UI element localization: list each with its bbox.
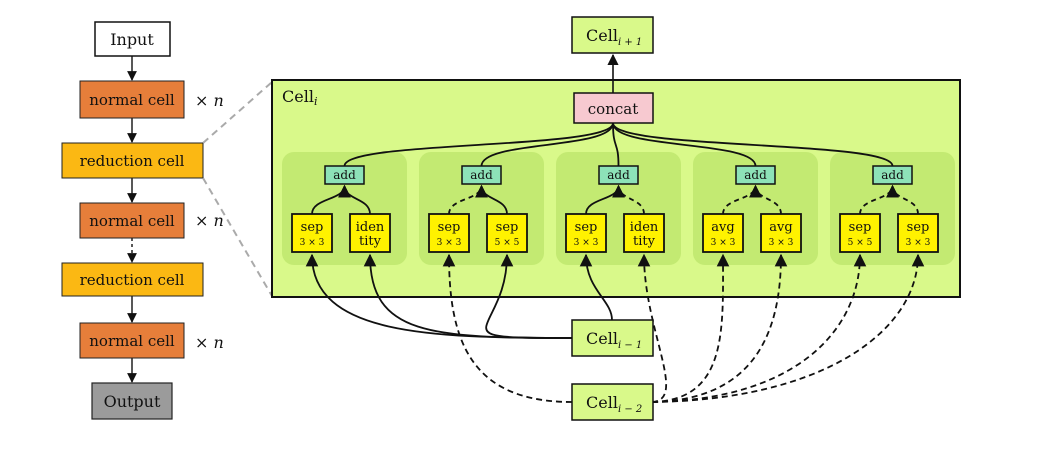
op-label: sep bbox=[575, 220, 598, 235]
add-label: add bbox=[607, 168, 630, 182]
op-label: avg bbox=[711, 220, 734, 235]
op-size-label: 3 × 3 bbox=[906, 238, 931, 248]
edge-op-add bbox=[859, 184, 899, 215]
edge-input-op bbox=[651, 253, 730, 403]
op-size-label: 3 × 3 bbox=[437, 238, 462, 248]
normal-cell-label: normal cell bbox=[89, 91, 175, 109]
edge-input-op bbox=[579, 253, 613, 321]
op-size-label: 3 × 3 bbox=[300, 238, 325, 248]
repeat-label-3: × n bbox=[195, 333, 224, 352]
op-label: sep bbox=[301, 220, 324, 235]
edge-op-add bbox=[749, 184, 782, 215]
input-label: Input bbox=[110, 30, 154, 49]
op-label: iden bbox=[356, 220, 385, 235]
op-node-sep: sep 3 × 3 bbox=[897, 213, 939, 253]
op-label: sep bbox=[438, 220, 461, 235]
normal-cell-3: normal cell bbox=[79, 322, 185, 359]
zoom-guide-top bbox=[202, 81, 273, 144]
normal-cell-1: normal cell bbox=[79, 80, 185, 119]
cell-next-label: Celli + 1 bbox=[586, 26, 642, 48]
output-node: Output bbox=[91, 382, 173, 420]
concat-label: concat bbox=[588, 100, 638, 118]
op-node-sep: sep 3 × 3 bbox=[428, 213, 470, 253]
edge-add-concat bbox=[612, 122, 620, 167]
op-size-label: 3 × 3 bbox=[769, 238, 794, 248]
input-node: Input bbox=[94, 21, 171, 57]
edge-op-add bbox=[338, 184, 371, 215]
op-node-sep: sep 5 × 5 bbox=[839, 213, 881, 253]
op-label: sep bbox=[849, 220, 872, 235]
cell-prev2-node: Celli − 2 bbox=[571, 383, 654, 421]
add-label: add bbox=[744, 168, 767, 182]
op-node-sep: sep 3 × 3 bbox=[291, 213, 333, 253]
edge-input-op bbox=[442, 253, 573, 403]
cell-title: Celli bbox=[282, 87, 317, 108]
op-label: iden bbox=[630, 220, 659, 235]
edge-add-concat bbox=[480, 122, 614, 167]
op-label: sep bbox=[907, 220, 930, 235]
add-node: add bbox=[598, 165, 639, 185]
add-label: add bbox=[470, 168, 493, 182]
edge-input-op bbox=[651, 253, 925, 403]
reduction-cell-2: reduction cell bbox=[61, 262, 204, 297]
cell-prev2-label: Celli − 2 bbox=[586, 393, 642, 415]
edge-op-add bbox=[722, 184, 762, 215]
concat-node: concat bbox=[573, 92, 654, 124]
op-label: avg bbox=[769, 220, 792, 235]
op-size-label: tity bbox=[633, 234, 656, 249]
op-label: sep bbox=[496, 220, 519, 235]
op-node-sep: sep 5 × 5 bbox=[486, 213, 528, 253]
normal-cell-label: normal cell bbox=[89, 332, 175, 350]
op-node-avg: avg 3 × 3 bbox=[702, 213, 744, 253]
repeat-label-2: × n bbox=[195, 211, 224, 230]
add-node: add bbox=[461, 165, 502, 185]
cell-prev1-label: Celli − 1 bbox=[586, 329, 642, 351]
op-node-avg: avg 3 × 3 bbox=[760, 213, 802, 253]
cell-next-node: Celli + 1 bbox=[571, 16, 654, 54]
cell-prev1-node: Celli − 1 bbox=[571, 319, 654, 357]
op-size-label: 3 × 3 bbox=[711, 238, 736, 248]
add-node: add bbox=[872, 165, 913, 185]
macro-architecture: Input normal cell × n reduction cell nor… bbox=[61, 21, 273, 420]
edge-input-op bbox=[637, 253, 668, 403]
repeat-label-1: × n bbox=[195, 91, 224, 110]
add-node: add bbox=[324, 165, 365, 185]
add-node: add bbox=[735, 165, 776, 185]
op-size-label: tity bbox=[359, 234, 382, 249]
edge-input-op bbox=[651, 253, 788, 403]
edge-op-add bbox=[448, 184, 488, 215]
op-size-label: 5 × 5 bbox=[848, 238, 873, 248]
edge-op-add bbox=[886, 184, 919, 215]
reduction-cell-label: reduction cell bbox=[80, 152, 185, 170]
add-label: add bbox=[333, 168, 356, 182]
reduction-cell-label: reduction cell bbox=[80, 271, 185, 289]
normal-cell-2: normal cell bbox=[79, 202, 185, 239]
op-node-sep: sep 3 × 3 bbox=[565, 213, 607, 253]
op-size-label: 3 × 3 bbox=[574, 238, 599, 248]
add-label: add bbox=[881, 168, 904, 182]
reduction-cell-1: reduction cell bbox=[61, 142, 204, 179]
zoom-guide-bottom bbox=[202, 177, 273, 297]
output-label: Output bbox=[104, 392, 161, 411]
edge-add-concat bbox=[612, 122, 757, 167]
edge-add-concat bbox=[612, 122, 894, 167]
edge-input-op bbox=[651, 253, 867, 403]
normal-cell-label: normal cell bbox=[89, 212, 175, 230]
edge-add-concat bbox=[343, 122, 614, 167]
edge-input-op bbox=[485, 253, 573, 339]
edge-op-add bbox=[612, 184, 645, 215]
op-size-label: 5 × 5 bbox=[495, 238, 520, 248]
edge-op-add bbox=[475, 184, 508, 215]
